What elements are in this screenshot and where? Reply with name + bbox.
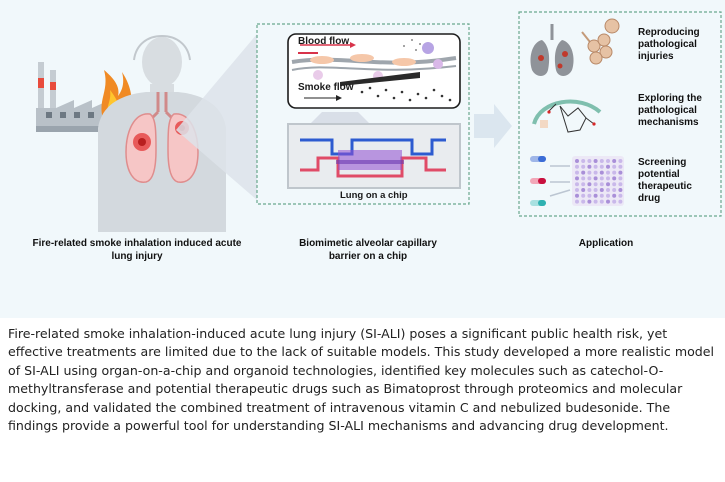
chip-label: Lung on a chip bbox=[340, 190, 408, 201]
application-panel-border bbox=[518, 11, 722, 217]
panel3-caption: Application bbox=[578, 238, 634, 249]
blood-flow-label: Blood flow bbox=[298, 36, 350, 47]
chip-panel-border bbox=[256, 23, 470, 205]
smoke-flow-label: Smoke flow bbox=[298, 82, 354, 93]
well-plate-icon bbox=[572, 156, 624, 206]
alveoli-cluster-icon bbox=[581, 18, 620, 65]
panel1-caption: Fire-related smoke inhalation induced ac… bbox=[32, 238, 242, 262]
injured-lungs-icon bbox=[530, 24, 574, 76]
alveolar-barrier-illustration bbox=[287, 33, 461, 109]
zoom-projection bbox=[176, 34, 257, 200]
application-label-mechanisms: Exploring the pathological mechanisms bbox=[638, 93, 702, 128]
application-label-injuries: Reproducing pathological injuries bbox=[638, 27, 700, 62]
drug-screening-icon bbox=[530, 156, 624, 206]
factory-illustration bbox=[36, 62, 112, 132]
figure-graphics bbox=[36, 11, 722, 232]
panel2-caption: Biomimetic alveolar capillary barrier on… bbox=[299, 238, 437, 262]
flow-arrow bbox=[474, 104, 512, 148]
lung-on-chip-device bbox=[287, 123, 461, 189]
graphical-abstract-figure: Blood flow Smoke flow Lung on a chip Rep… bbox=[0, 0, 725, 318]
abstract-text: Fire-related smoke inhalation-induced ac… bbox=[8, 326, 715, 434]
application-label-drug-screening: Screening potential therapeutic drug bbox=[638, 157, 692, 204]
molecular-mechanism-icon bbox=[532, 99, 602, 133]
